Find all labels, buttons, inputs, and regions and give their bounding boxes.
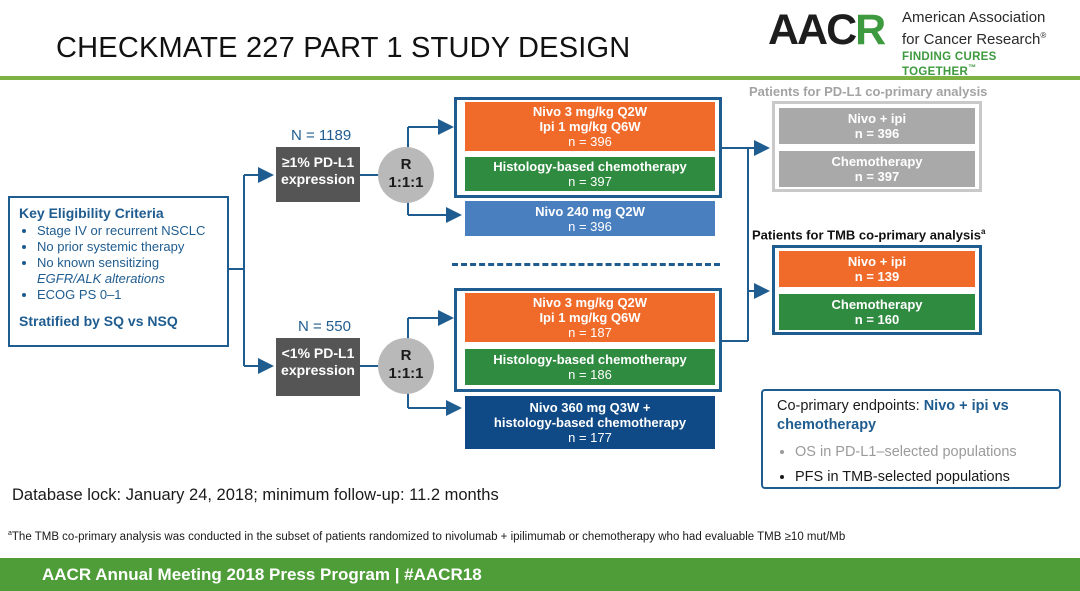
footer-bar: AACR Annual Meeting 2018 Press Program |… bbox=[0, 558, 1080, 591]
endpoint-item: OS in PD-L1–selected populations bbox=[795, 440, 1045, 465]
cohort-low-analysis-frame bbox=[454, 288, 722, 392]
endpoints-list: OS in PD-L1–selected populations PFS in … bbox=[777, 440, 1045, 490]
tmb-analysis-heading: Patients for TMB co-primary analysisa bbox=[752, 227, 986, 243]
cohort-low-arm-nivo-ipi: Nivo 3 mg/kg Q2W Ipi 1 mg/kg Q6W n = 187 bbox=[465, 293, 715, 342]
cohort-low-arm-chemo: Histology-based chemotherapy n = 186 bbox=[465, 349, 715, 385]
endpoints-box: Co-primary endpoints: Nivo + ipi vs chem… bbox=[761, 389, 1061, 489]
pdl1-analysis-frame bbox=[772, 101, 982, 192]
endpoint-item: PFS in TMB-selected populations bbox=[795, 465, 1045, 490]
endpoints-lead: Co-primary endpoints: Nivo + ipi vs chem… bbox=[777, 398, 1009, 433]
criteria-item: ECOG PS 0–1 bbox=[37, 287, 218, 303]
criteria-heading: Key Eligibility Criteria bbox=[19, 205, 164, 221]
footnote: aThe TMB co-primary analysis was conduct… bbox=[8, 530, 846, 543]
cohort-high-n: N = 1189 bbox=[291, 127, 352, 144]
stratification-label: Stratified by SQ vs NSQ bbox=[19, 313, 178, 329]
criteria-list: Stage IV or recurrent NSCLC No prior sys… bbox=[19, 223, 218, 303]
criteria-item: No prior systemic therapy bbox=[37, 239, 218, 255]
cohort-high-analysis-frame bbox=[454, 97, 722, 198]
cohort-low-n: N = 550 bbox=[298, 318, 351, 335]
tmb-analysis-frame bbox=[772, 245, 982, 335]
database-lock-note: Database lock: January 24, 2018; minimum… bbox=[12, 486, 499, 504]
criteria-item: Stage IV or recurrent NSCLC bbox=[37, 223, 218, 239]
pdl1-analysis-heading: Patients for PD-L1 co-primary analysis bbox=[749, 84, 988, 99]
logo-org-name: American Association for Cancer Research… bbox=[902, 9, 1047, 48]
cohort-low-arm-nivo-chemo: Nivo 360 mg Q3W + histology-based chemot… bbox=[465, 396, 715, 449]
cohort-separator bbox=[452, 263, 720, 266]
cohort-high-arm-chemo: Histology-based chemotherapy n = 397 bbox=[465, 157, 715, 191]
cohort-high-arm-nivo-mono: Nivo 240 mg Q2W n = 396 bbox=[465, 201, 715, 236]
header-divider bbox=[0, 76, 1080, 80]
logo-mark: AACR bbox=[768, 6, 886, 54]
page-title: CHECKMATE 227 PART 1 STUDY DESIGN bbox=[56, 32, 631, 64]
cohort-high-arm-nivo-ipi: Nivo 3 mg/kg Q2W Ipi 1 mg/kg Q6W n = 396 bbox=[465, 102, 715, 151]
eligibility-criteria-box: Key Eligibility Criteria Stage IV or rec… bbox=[8, 196, 229, 347]
logo-tagline: FINDING CURES TOGETHER™ bbox=[902, 51, 997, 78]
aacr-logo: AACR American Association for Cancer Res… bbox=[768, 6, 1068, 78]
